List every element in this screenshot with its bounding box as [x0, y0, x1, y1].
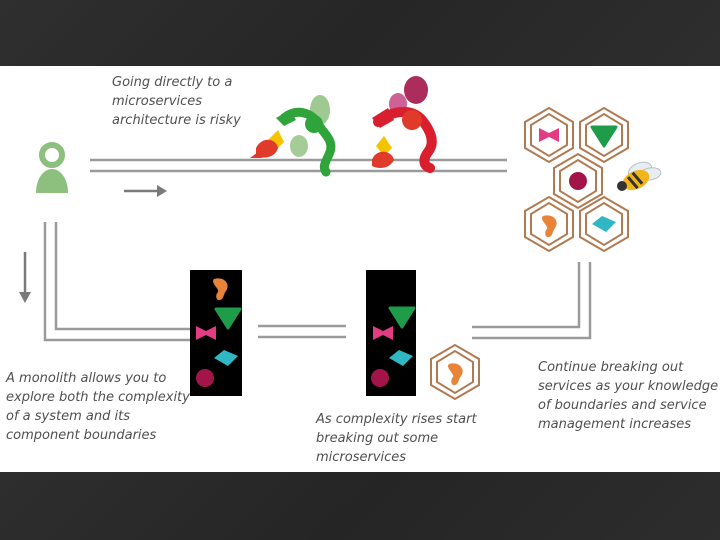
monolith-block — [190, 270, 242, 396]
red-dragon-icon — [372, 76, 437, 173]
middle-path — [258, 324, 346, 339]
top-letterbox — [0, 0, 720, 66]
left-path — [43, 222, 190, 342]
bottom-letterbox — [0, 472, 720, 540]
flow-arrow-right — [124, 185, 167, 197]
service-cluster — [524, 107, 629, 252]
service-hexagon-icon — [524, 107, 574, 163]
monolith-block-reduced — [366, 270, 416, 396]
caption-continue: Continue breaking out services as your k… — [538, 360, 719, 432]
service-hexagon-icon — [553, 153, 603, 209]
caption-complexity: As complexity rises start breaking out s… — [316, 412, 477, 465]
top-path — [90, 158, 507, 173]
flow-arrow-down — [19, 252, 31, 303]
service-hexagon-icon — [579, 107, 629, 163]
caption-monolith: A monolith allows you to explore both th… — [6, 371, 190, 443]
service-hexagon-icon — [430, 344, 480, 400]
person-icon — [36, 142, 68, 193]
green-dragon-icon — [250, 95, 336, 177]
service-hexagon-icon — [579, 196, 629, 252]
caption-risky: Going directly to a microservices archit… — [112, 75, 241, 128]
service-hexagon-icon — [524, 196, 574, 252]
right-path — [472, 262, 592, 340]
bee-icon — [617, 161, 662, 191]
